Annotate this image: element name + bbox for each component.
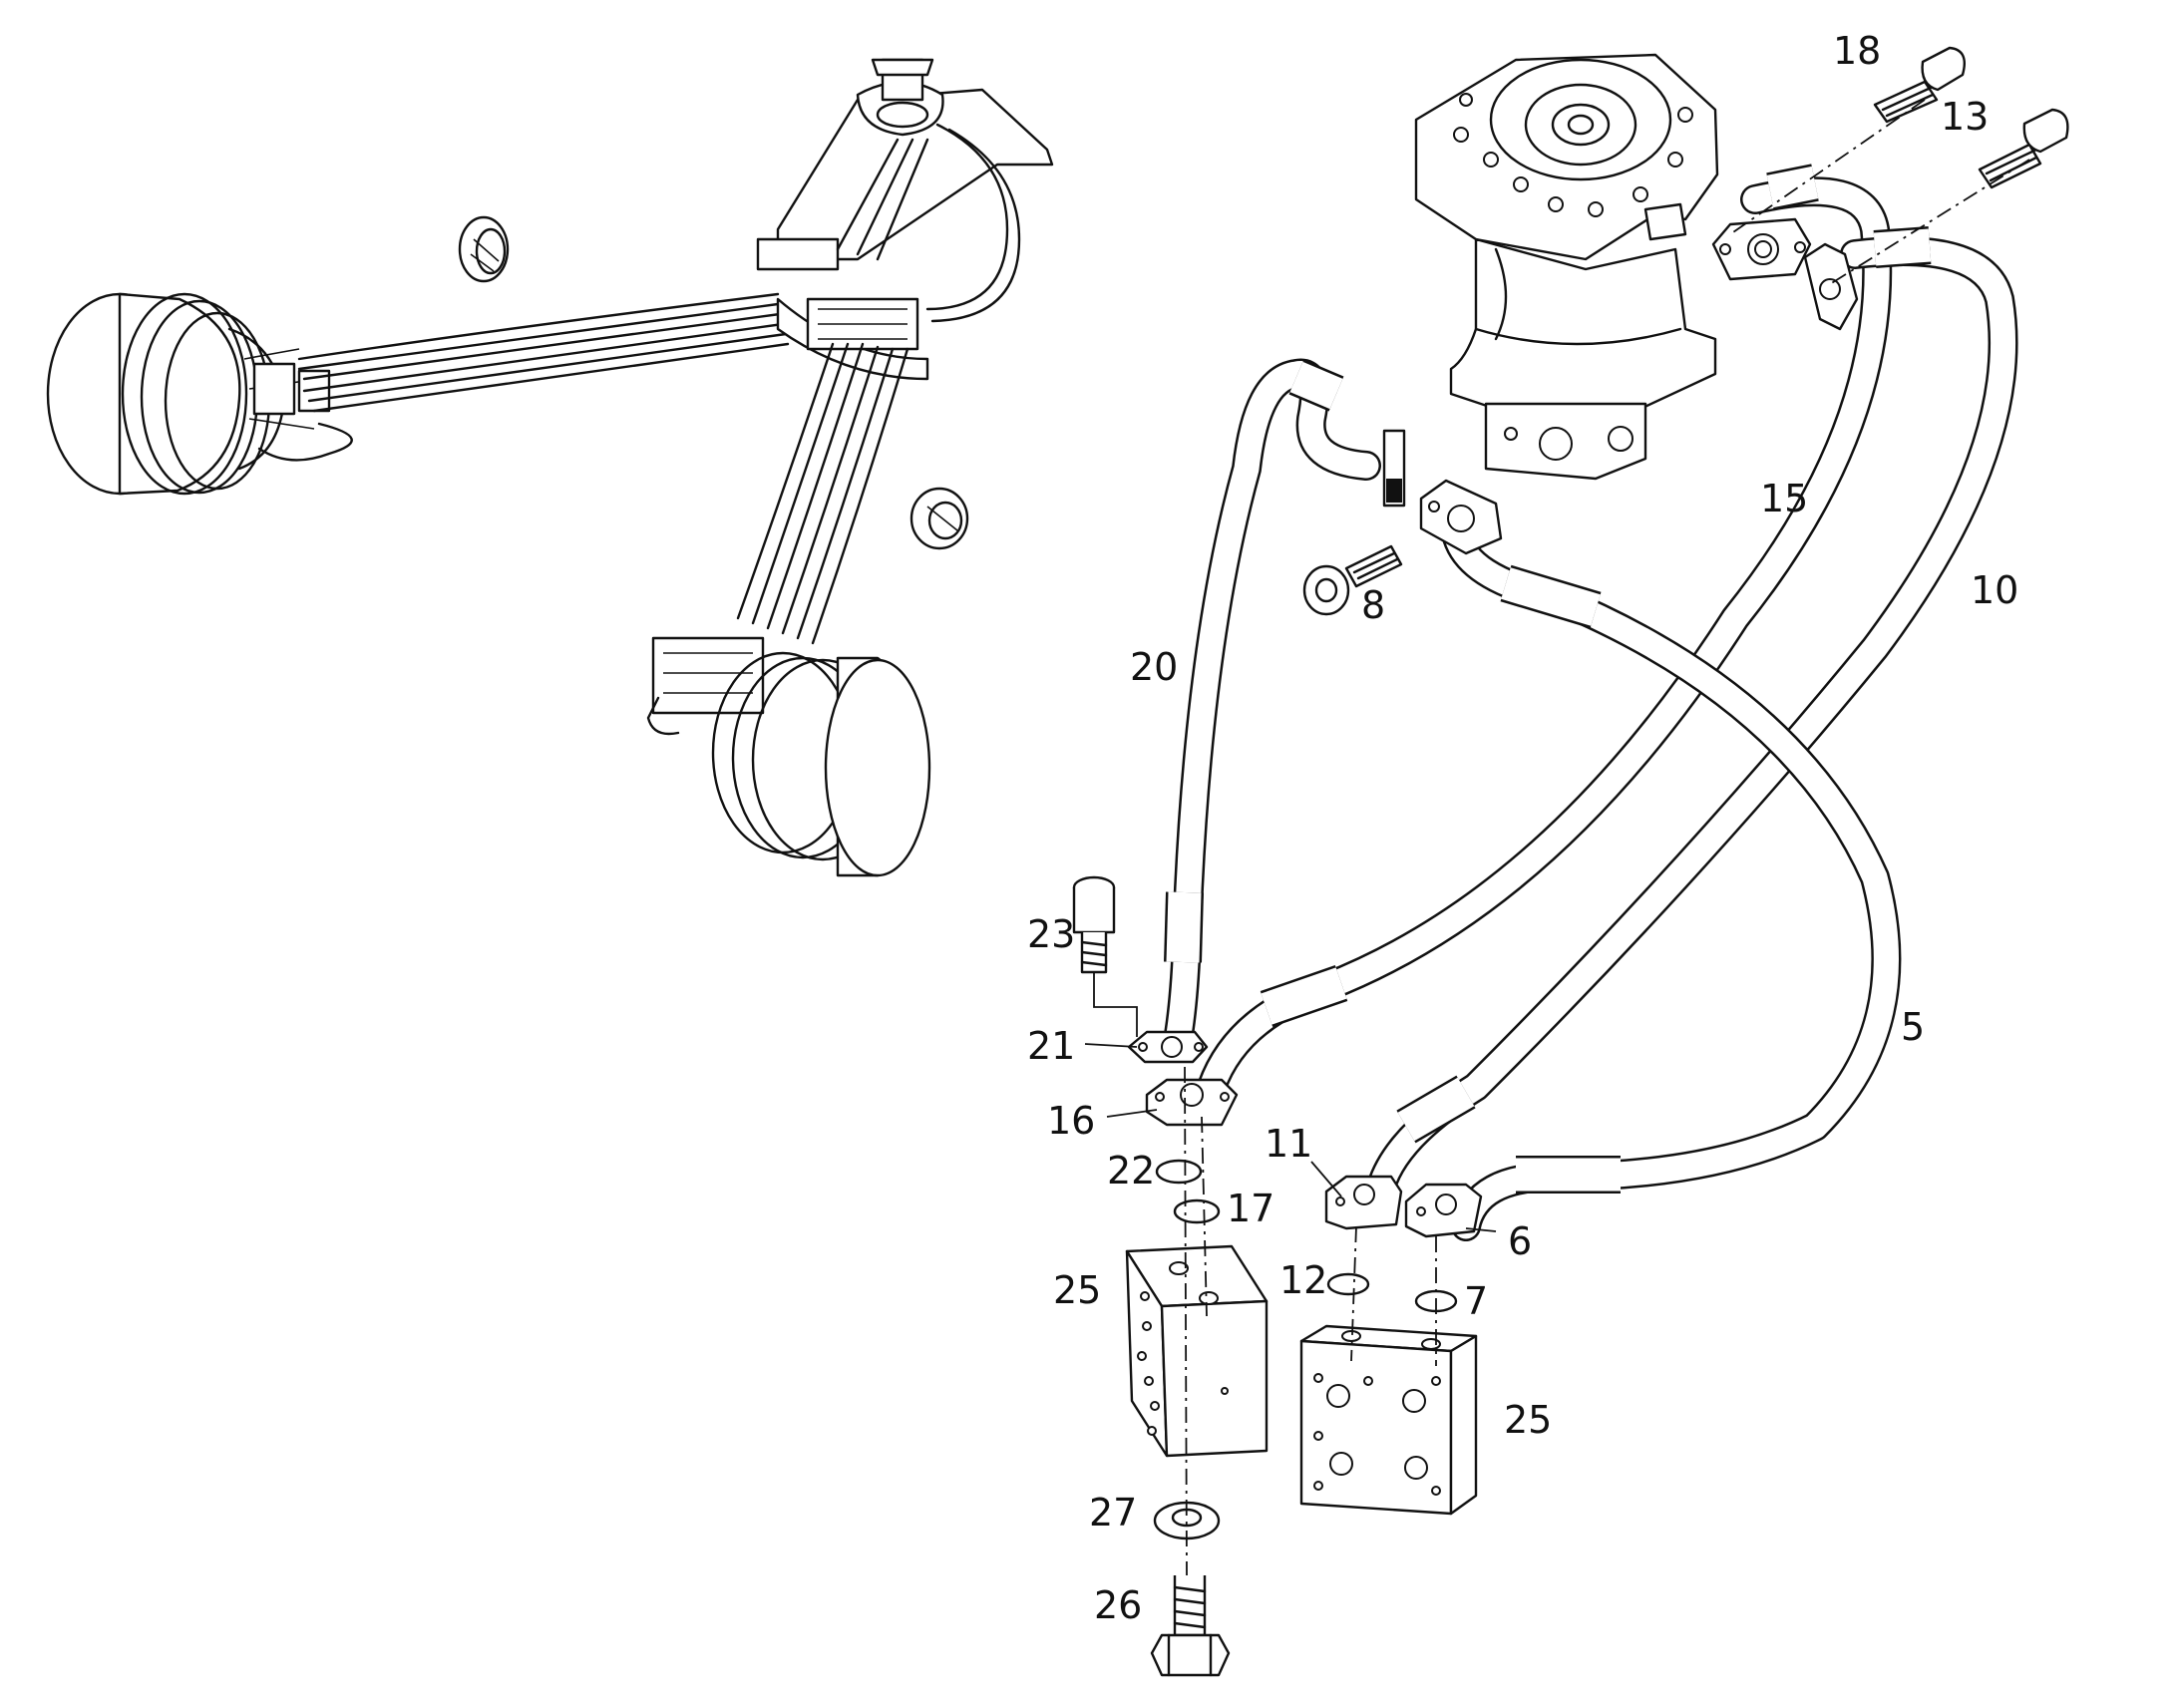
- callout-8: 8: [1361, 583, 1385, 627]
- bolt-13: [1978, 108, 2069, 189]
- callout-5: 5: [1901, 1005, 1925, 1049]
- center-frame: [756, 58, 1054, 381]
- flange-6: [1404, 1183, 1483, 1238]
- leader-6: [1465, 1227, 1497, 1232]
- hose-10: [1366, 226, 2018, 1201]
- manifold-block-25-right: [1299, 1324, 1478, 1516]
- o-ring-17: [1173, 1198, 1221, 1224]
- left-wheel-hub: [46, 292, 331, 496]
- hose-15: [1197, 164, 1893, 1102]
- callout-25-left: 25: [1053, 1268, 1101, 1312]
- callout-25-right: 25: [1504, 1398, 1552, 1442]
- top-split-flange-left: [1711, 217, 1812, 281]
- middle-split-flange: [1419, 479, 1503, 555]
- leader-16: [1106, 1109, 1158, 1118]
- leader-21: [1084, 1043, 1138, 1048]
- manifold-block-25-left: [1125, 1244, 1269, 1458]
- o-ring-12: [1326, 1272, 1370, 1296]
- right-wheel-hub: [646, 636, 931, 877]
- bolt-8: [1302, 544, 1403, 616]
- top-split-flange-right: [1803, 242, 1859, 331]
- leader-11: [1310, 1161, 1342, 1197]
- flange-11: [1324, 1175, 1403, 1230]
- hose-20: [1162, 358, 1381, 1062]
- bolt-18: [1873, 46, 1967, 124]
- callout-11: 11: [1265, 1122, 1312, 1166]
- hydraulic-motor-housing: [1414, 53, 1719, 481]
- callout-26: 26: [1094, 1583, 1142, 1627]
- callout-7: 7: [1464, 1279, 1488, 1323]
- axis-line-right-stack-1: [1350, 1225, 1357, 1362]
- hose-5: [1441, 518, 1902, 1241]
- callout-27: 27: [1089, 1491, 1137, 1535]
- leader-23: [1093, 972, 1138, 1037]
- bolt-23: [1072, 875, 1116, 974]
- bolt-26: [1150, 1575, 1231, 1677]
- callout-23: 23: [1027, 912, 1075, 956]
- callout-10: 10: [1971, 568, 2018, 612]
- callout-13: 13: [1941, 95, 1989, 139]
- axis-line-13: [1829, 159, 2030, 285]
- callout-20: 20: [1130, 645, 1178, 689]
- bracket-clip: [1382, 429, 1406, 508]
- loose-seal-ring-1: [458, 215, 510, 283]
- o-ring-22: [1155, 1159, 1203, 1185]
- center-hose-bundle: [736, 342, 909, 645]
- loose-seal-ring-2: [909, 487, 969, 550]
- callout-15: 15: [1760, 477, 1808, 520]
- callout-17: 17: [1227, 1187, 1274, 1230]
- callout-12: 12: [1279, 1258, 1327, 1302]
- axis-line-left-stack: [1184, 1066, 1188, 1576]
- axis-line-left-stack-2: [1201, 1116, 1208, 1317]
- callout-6: 6: [1508, 1219, 1532, 1263]
- flange-21: [1127, 1030, 1209, 1064]
- left-hose-bundle: [257, 292, 790, 462]
- callout-21: 21: [1027, 1024, 1075, 1068]
- callout-22: 22: [1107, 1149, 1155, 1193]
- callout-18: 18: [1833, 29, 1881, 73]
- flange-16: [1145, 1078, 1239, 1127]
- axis-line-18: [1729, 99, 1926, 235]
- callout-16: 16: [1047, 1099, 1095, 1143]
- axle-assembly-illustration: [46, 58, 1054, 877]
